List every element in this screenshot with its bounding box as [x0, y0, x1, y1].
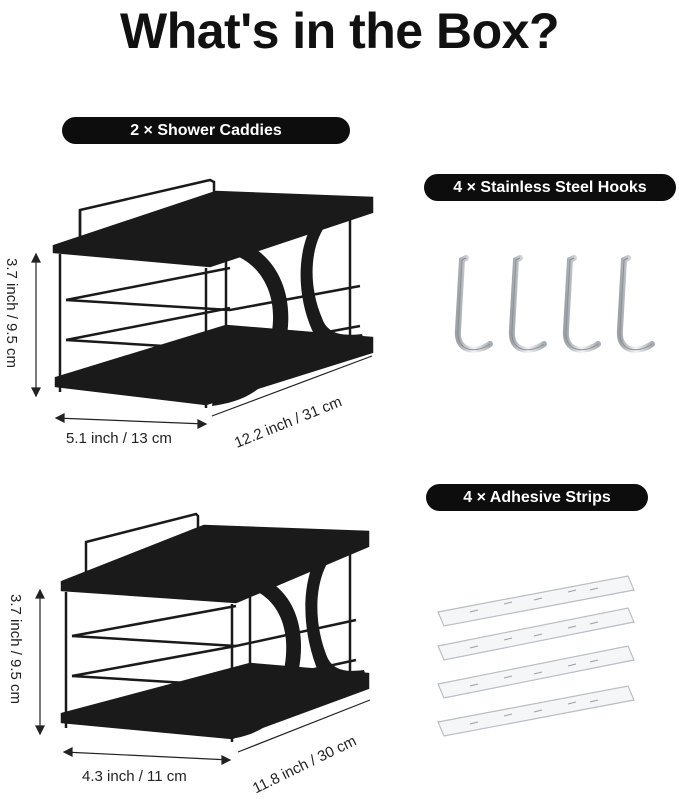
- caddy-top-width: 5.1 inch / 13 cm: [66, 430, 172, 447]
- strip-1: [437, 575, 635, 627]
- hooks-label: 4 × Stainless Steel Hooks: [424, 174, 676, 201]
- strip-2: [437, 607, 635, 661]
- strip-3: [437, 645, 635, 699]
- caddy-bottom-width: 4.3 inch / 11 cm: [82, 768, 187, 785]
- page-title: What's in the Box?: [120, 3, 560, 59]
- caddies-label: 2 × Shower Caddies: [62, 117, 350, 144]
- strips-label: 4 × Adhesive Strips: [426, 484, 648, 511]
